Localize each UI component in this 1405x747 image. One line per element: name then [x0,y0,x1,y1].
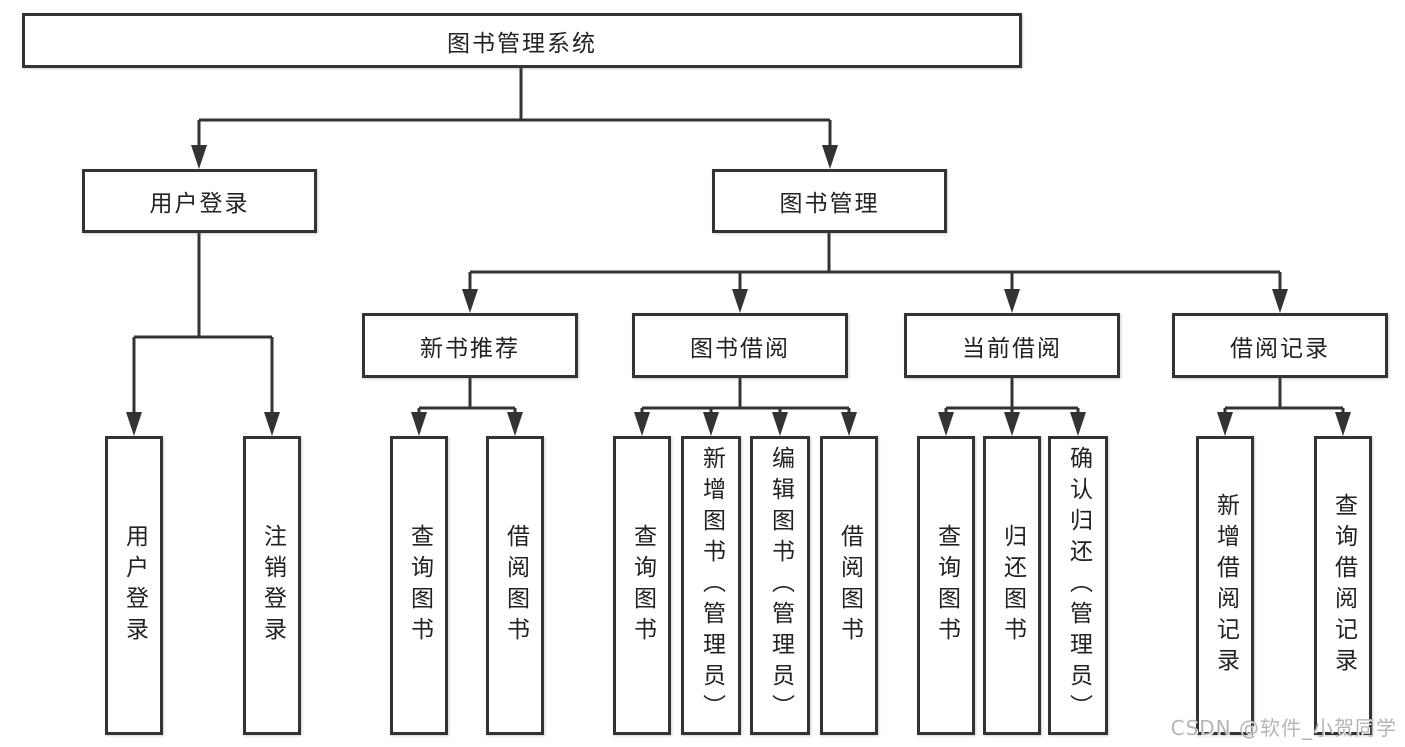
leaf-edit-book-admin-label: 编辑图书（管理员） [767,446,794,725]
leaf-add-book-admin-label: 新增图书（管理员） [698,446,725,725]
leaf-borrow-books-recommend: 借阅图书 [486,436,544,735]
node-borrow-records-label: 借阅记录 [1230,335,1330,362]
node-root-system: 图书管理系统 [22,13,1022,68]
leaf-query-borrow-record-label: 查询借阅记录 [1330,492,1357,679]
node-book-management-label: 图书管理 [779,191,880,217]
leaf-logout: 注销登录 [243,436,301,735]
node-user-login-label: 用户登录 [149,191,250,217]
leaf-query-books-current: 查询图书 [917,436,975,735]
leaf-user-login: 用户登录 [105,436,163,735]
leaf-borrow-books-borrowing: 借阅图书 [820,436,878,735]
leaf-return-books: 归还图书 [983,436,1041,735]
leaf-borrow-books-recommend-label: 借阅图书 [502,523,529,648]
leaf-user-login-label: 用户登录 [121,523,148,648]
node-new-book-recommend: 新书推荐 [362,313,578,378]
csdn-watermark: CSDN @软件_小贺同学 [1170,716,1397,740]
leaf-query-books-borrowing-label: 查询图书 [629,523,656,648]
leaf-confirm-return-admin: 确认归还（管理员） [1048,436,1108,735]
leaf-query-books-current-label: 查询图书 [933,523,960,648]
node-book-borrowing: 图书借阅 [632,313,848,378]
node-book-borrowing-label: 图书借阅 [690,335,790,362]
leaf-borrow-books-borrowing-label: 借阅图书 [836,523,863,648]
leaf-confirm-return-admin-label: 确认归还（管理员） [1065,446,1092,725]
leaf-query-books-recommend-label: 查询图书 [406,523,433,648]
leaf-logout-label: 注销登录 [259,523,286,648]
node-new-book-recommend-label: 新书推荐 [420,335,520,362]
leaf-add-borrow-record-label: 新增借阅记录 [1212,492,1239,679]
leaf-return-books-label: 归还图书 [999,523,1026,648]
node-user-login-branch: 用户登录 [82,169,317,233]
leaf-query-books-recommend: 查询图书 [390,436,448,735]
leaf-add-book-admin: 新增图书（管理员） [681,436,741,735]
leaf-edit-book-admin: 编辑图书（管理员） [750,436,810,735]
node-current-borrowing: 当前借阅 [904,313,1120,378]
node-current-borrowing-label: 当前借阅 [962,335,1062,362]
node-borrow-records: 借阅记录 [1172,313,1388,378]
node-book-management: 图书管理 [712,169,947,233]
leaf-add-borrow-record: 新增借阅记录 [1196,436,1254,735]
leaf-query-books-borrowing: 查询图书 [613,436,671,735]
leaf-query-borrow-record: 查询借阅记录 [1314,436,1372,735]
node-root-label: 图书管理系统 [447,30,597,57]
